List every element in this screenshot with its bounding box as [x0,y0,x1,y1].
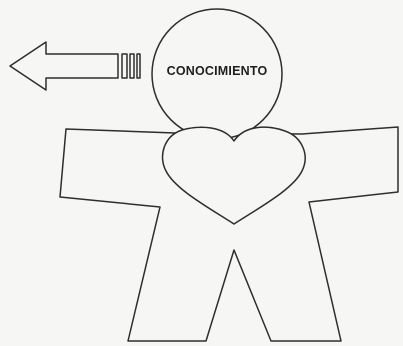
left-arrow-icon [10,42,118,90]
arrow-tail-bar [137,54,140,78]
arrow-tail-bar [130,54,134,78]
arrow-tail-bar [122,54,127,78]
head-label: CONOCIMIENTO [150,64,284,78]
